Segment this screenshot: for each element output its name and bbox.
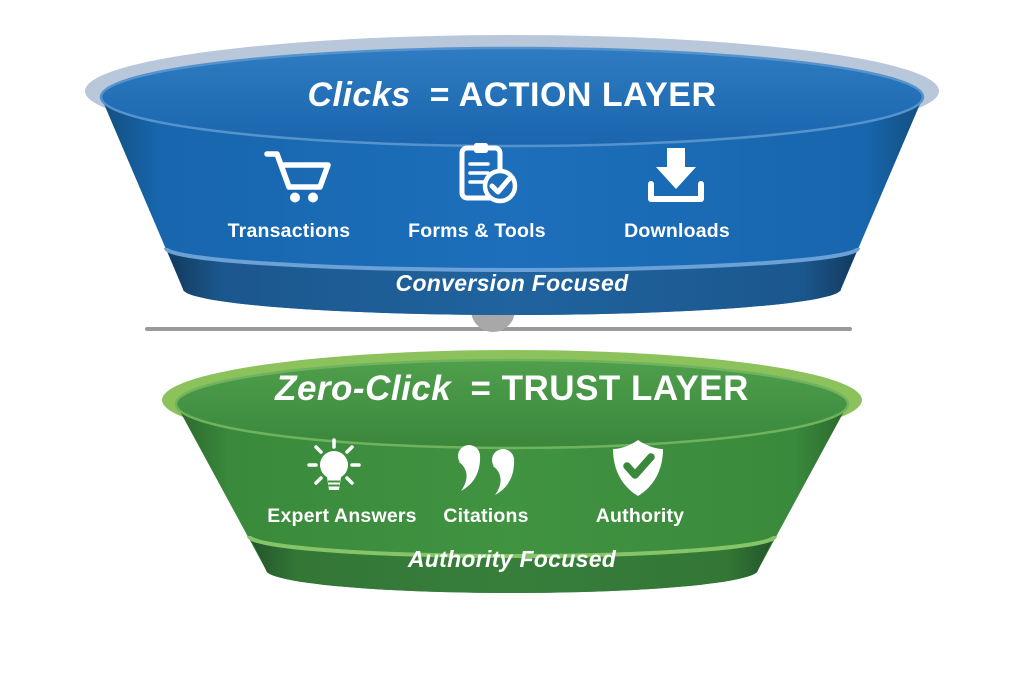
- trust-funnel-footer-label: Authority Focused: [407, 546, 617, 572]
- action-funnel-footer-label: Conversion Focused: [396, 270, 630, 296]
- trust-funnel-surface: [174, 358, 850, 450]
- quotation-marks-icon: [458, 445, 515, 495]
- trust-layer-funnel: Zero-Click = TRUST LAYER Expert: [162, 350, 862, 593]
- shield-check-icon: [613, 440, 663, 496]
- trust-layer-title: Zero-Click = TRUST LAYER: [274, 369, 749, 408]
- clipboard-check-icon: [459, 143, 518, 204]
- trust-title-keyword: Zero-Click: [274, 369, 452, 408]
- action-funnel-body: [101, 97, 923, 315]
- shopping-cart-icon: [264, 151, 331, 203]
- action-funnel-surface: [99, 46, 925, 148]
- trust-item-label: Expert Answers: [267, 505, 416, 527]
- trust-item-label: Authority: [596, 505, 684, 527]
- action-funnel-footer-band: [166, 248, 858, 315]
- action-layer-title: Clicks = ACTION LAYER: [307, 76, 716, 114]
- trust-funnel-divider-line: [247, 535, 777, 558]
- action-item-label: Forms & Tools: [408, 220, 546, 242]
- action-funnel-divider-line: [164, 247, 860, 272]
- download-icon: [648, 148, 704, 202]
- action-item-label: Transactions: [228, 220, 351, 242]
- trust-title-rest: = TRUST LAYER: [470, 369, 748, 408]
- trust-item-label: Citations: [443, 505, 528, 527]
- trust-funnel-body: [176, 404, 848, 593]
- trust-funnel-footer-band: [249, 536, 775, 593]
- action-title-keyword: Clicks: [307, 76, 410, 114]
- action-layer-funnel: Clicks = ACTION LAYER Transactions Forms…: [85, 35, 939, 315]
- action-title-rest: = ACTION LAYER: [430, 76, 717, 114]
- lightbulb-icon: [307, 438, 361, 490]
- action-item-label: Downloads: [624, 220, 730, 242]
